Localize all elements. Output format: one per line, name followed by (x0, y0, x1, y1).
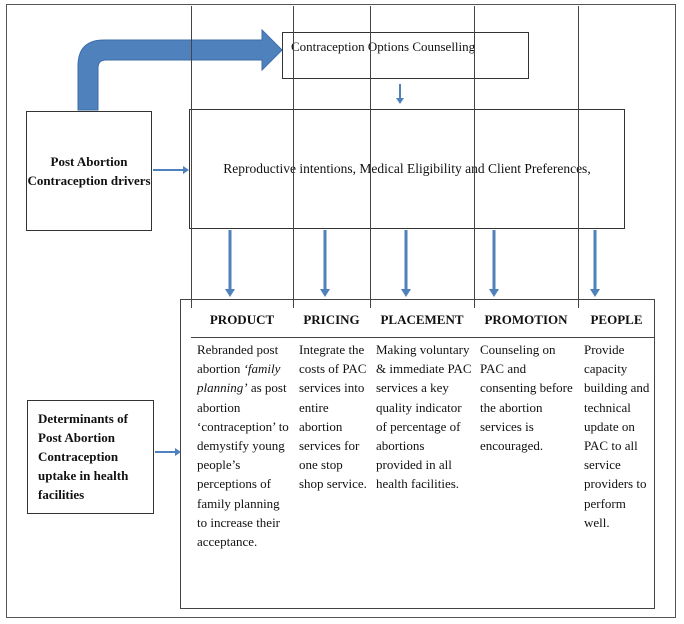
contraception-options-counselling-box: Contraception Options Counselling (282, 32, 529, 79)
table-vline (474, 6, 475, 308)
column-body: Provide capacity building and technical … (584, 342, 650, 530)
column-header: PEOPLE (590, 312, 643, 327)
marketing-mix-table (180, 299, 655, 609)
arrow-to-people (590, 230, 600, 297)
arrow-to-product (225, 230, 235, 297)
column-people: PEOPLE Provide capacity building and tec… (578, 305, 655, 607)
curved-arrow (77, 28, 283, 111)
post-abortion-drivers-label: Post Abortion Contraception drivers (27, 154, 151, 188)
body-text: Rebranded post abortion (197, 342, 279, 377)
reproductive-intentions-box: Reproductive intentions, Medical Eligibi… (189, 109, 625, 229)
column-header: PLACEMENT (380, 312, 464, 327)
column-header: PRODUCT (209, 312, 275, 327)
table-vline (293, 6, 294, 308)
column-product: PRODUCT Rebranded post abortion ‘family … (191, 305, 293, 607)
table-vline (370, 6, 371, 308)
post-abortion-drivers-box: Post Abortion Contraception drivers (26, 111, 152, 231)
column-body: Rebranded post abortion ‘family planning… (197, 340, 291, 551)
reproductive-intentions-label: Reproductive intentions, Medical Eligibi… (223, 161, 591, 176)
arrow-to-pricing (320, 230, 330, 297)
determinants-label: Determinants of Post Abortion Contracept… (38, 411, 129, 502)
arrow-left-to-center (153, 166, 189, 174)
determinants-box: Determinants of Post Abortion Contracept… (27, 400, 154, 514)
body-text: as post abortion ‘contraception’ to demy… (197, 380, 289, 550)
column-body: Making voluntary & immediate PAC service… (376, 342, 472, 492)
column-pricing: PRICING Integrate the costs of PAC servi… (293, 305, 370, 607)
table-header-line (191, 337, 655, 338)
contraception-options-label: Contraception Options Counselling (291, 39, 476, 54)
column-promotion: PROMOTION Counseling on PAC and consenti… (474, 305, 578, 607)
column-body: Counseling on PAC and consenting before … (480, 342, 573, 454)
column-placement: PLACEMENT Making voluntary & immediate P… (370, 305, 474, 607)
column-header: PROMOTION (484, 312, 568, 327)
table-vline (578, 6, 579, 308)
column-body: Integrate the costs of PAC services into… (299, 342, 367, 492)
arrow-to-promotion (489, 230, 499, 297)
diagram-frame (6, 4, 676, 618)
arrow-top-to-center (396, 84, 404, 104)
table-vline (191, 6, 192, 308)
arrow-to-placement (401, 230, 411, 297)
column-header: PRICING (303, 312, 360, 327)
arrow-determinants-to-table (155, 448, 181, 456)
body-italic-text: ‘family planning’ (197, 361, 281, 396)
